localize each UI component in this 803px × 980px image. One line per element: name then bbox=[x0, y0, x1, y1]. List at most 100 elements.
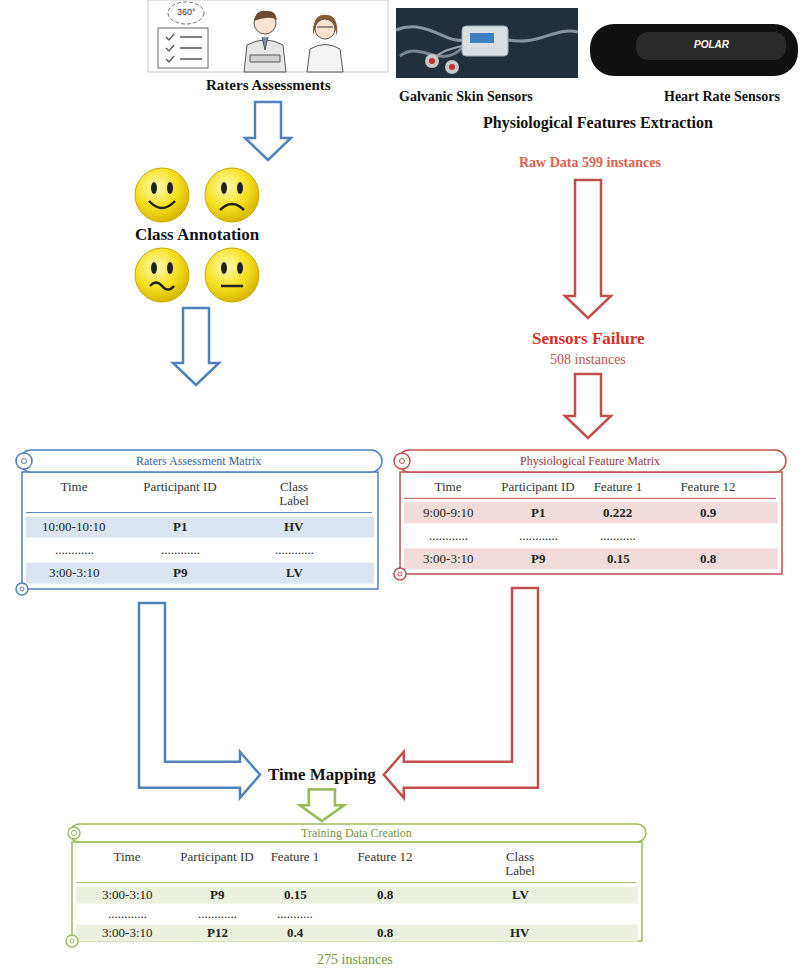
smiley-faces bbox=[221, 262, 227, 274]
elbow-arrow bbox=[384, 588, 538, 798]
scroll-curl bbox=[68, 827, 80, 839]
scroll-title: Raters Assessment Matrix bbox=[136, 455, 261, 468]
galvanic-sensor-photo bbox=[396, 27, 462, 41]
table-cell: ............ bbox=[55, 543, 94, 557]
raters-picture bbox=[148, 0, 388, 72]
scroll-curl bbox=[22, 459, 27, 464]
table-cell: 3:00-3:10 bbox=[423, 552, 474, 566]
table-cell: 9:00-9:10 bbox=[423, 506, 474, 520]
step-label: Time Mapping bbox=[268, 765, 376, 785]
table-cell: ............ bbox=[108, 907, 147, 921]
count-label: 275 instances bbox=[317, 952, 393, 968]
smiley-faces bbox=[220, 204, 244, 210]
table-cell: HV bbox=[284, 520, 304, 534]
table-cell: 0.8 bbox=[700, 552, 716, 566]
smiley-faces bbox=[149, 201, 175, 208]
column-header: Class Label bbox=[492, 850, 548, 879]
scroll-body bbox=[72, 842, 642, 941]
smiley-faces bbox=[151, 182, 157, 194]
section-label: Raters Assessments bbox=[206, 77, 331, 94]
table-cell: 3:00-3:10 bbox=[102, 888, 153, 902]
scroll-curl bbox=[66, 935, 78, 947]
smiley-faces bbox=[150, 283, 174, 290]
column-header: Time bbox=[403, 480, 493, 494]
table-cell: P1 bbox=[173, 520, 187, 534]
table-cell: LV bbox=[512, 888, 529, 902]
step-label: Sensors Failure bbox=[532, 329, 645, 349]
smiley-faces bbox=[205, 248, 259, 302]
merge-arrow bbox=[300, 790, 344, 822]
picture-label: 360° bbox=[177, 7, 196, 17]
flow-arrow-decor bbox=[245, 102, 291, 160]
scroll-title: Training Data Creation bbox=[301, 827, 412, 840]
column-header: Time bbox=[29, 480, 119, 494]
smiley-faces bbox=[205, 248, 259, 302]
table-cell: ............ bbox=[519, 529, 558, 543]
flow-arrow-decor bbox=[565, 374, 611, 438]
column-header: Class Label bbox=[266, 480, 322, 509]
galvanic-sensor-photo bbox=[425, 54, 439, 68]
table-cell: P12 bbox=[207, 926, 228, 940]
elbow-arrow bbox=[139, 603, 260, 798]
table-cell: HV bbox=[510, 926, 530, 940]
smiley-faces bbox=[135, 168, 259, 302]
section-label: Physiological Features Extraction bbox=[483, 114, 713, 132]
step-label: Class Annotation bbox=[135, 225, 259, 245]
smiley-faces bbox=[237, 182, 243, 194]
raters-picture bbox=[254, 11, 277, 21]
table-cell: P9 bbox=[531, 552, 545, 566]
flow-arrow-decor bbox=[565, 180, 611, 318]
scroll-table: Training Data CreationTimeParticipant ID… bbox=[62, 822, 650, 949]
flow-arrow-decor bbox=[173, 308, 219, 385]
device-label: Galvanic Skin Sensors bbox=[399, 89, 533, 105]
table-cell: 0.8 bbox=[377, 888, 393, 902]
galvanic-sensor-photo bbox=[462, 26, 508, 56]
heart-rate-strap-photo bbox=[590, 24, 798, 76]
table-cell: 0.8 bbox=[377, 926, 393, 940]
table-cell: ............ bbox=[161, 543, 200, 557]
row-stripe bbox=[404, 502, 778, 523]
scroll-curl bbox=[398, 572, 402, 576]
row-stripe bbox=[26, 517, 374, 538]
header-rule bbox=[76, 882, 636, 883]
raters-picture bbox=[168, 2, 204, 24]
column-header: Time bbox=[82, 850, 172, 864]
scroll-table: Physiological Feature MatrixTimeParticip… bbox=[390, 448, 790, 582]
table-cell: P1 bbox=[531, 506, 545, 520]
raters-picture bbox=[262, 37, 268, 50]
scroll-band bbox=[398, 450, 786, 472]
scroll-body bbox=[22, 472, 378, 589]
table-cell: 0.15 bbox=[284, 888, 307, 902]
table-cell: ........... bbox=[600, 529, 636, 543]
row-stripe bbox=[76, 925, 638, 942]
header-rule bbox=[404, 498, 776, 499]
scroll-body bbox=[400, 472, 782, 574]
smiley-faces bbox=[135, 248, 189, 302]
smiley-faces bbox=[135, 248, 189, 302]
galvanic-sensor-photo bbox=[429, 58, 435, 64]
smiley-faces bbox=[205, 168, 259, 222]
table-cell: ........... bbox=[277, 907, 313, 921]
table-cell: P9 bbox=[173, 566, 187, 580]
column-header: Feature 1 bbox=[267, 850, 323, 864]
smiley-faces bbox=[167, 262, 173, 274]
scroll-curl bbox=[394, 453, 410, 469]
merge-arrow bbox=[300, 790, 344, 822]
column-header: Participant ID bbox=[499, 480, 577, 494]
row-stripe bbox=[76, 887, 638, 904]
device-label: Heart Rate Sensors bbox=[664, 89, 780, 105]
galvanic-sensor-photo bbox=[508, 31, 578, 41]
smiley-faces bbox=[135, 168, 189, 222]
smiley-faces bbox=[221, 182, 227, 194]
scroll-curl bbox=[16, 583, 28, 595]
table-cell: ............ bbox=[275, 543, 314, 557]
flow-arrow-decor bbox=[173, 102, 611, 438]
column-header: Feature 1 bbox=[590, 480, 646, 494]
smiley-faces bbox=[221, 285, 243, 288]
smiley-faces bbox=[167, 182, 173, 194]
scroll-curl bbox=[70, 939, 74, 943]
scroll-table: Raters Assessment MatrixTimeParticipant … bbox=[12, 448, 386, 597]
count-label: 508 instances bbox=[550, 352, 626, 368]
flow-arrow bbox=[300, 588, 538, 821]
